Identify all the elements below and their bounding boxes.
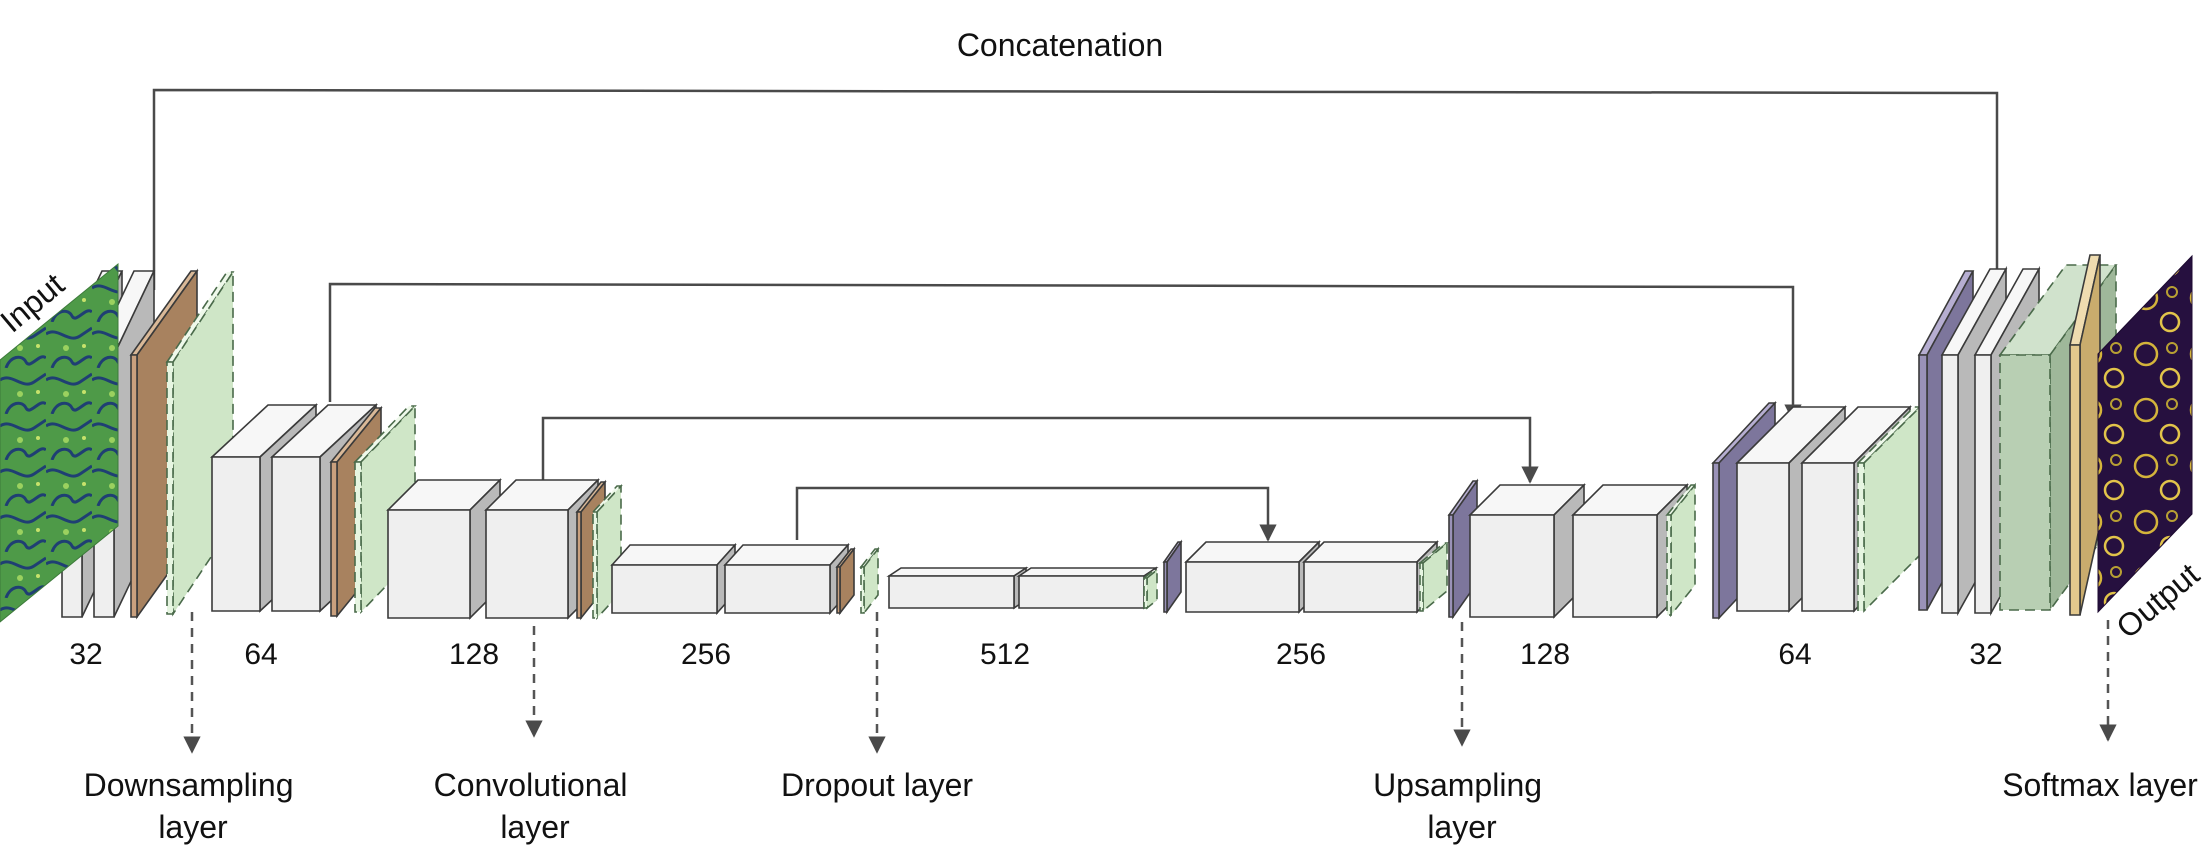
softmax-block-36-front bbox=[2069, 344, 2081, 616]
dropout-block-16-front bbox=[860, 566, 865, 614]
skip-connections bbox=[152, 88, 2006, 542]
skip-connection-64 bbox=[328, 282, 1802, 422]
dropout-block-27-front bbox=[1666, 514, 1672, 616]
legend-upsampling: Upsampling layer bbox=[1373, 767, 1551, 845]
upsampling-block-20-front bbox=[1163, 561, 1168, 613]
conv-block-18-top bbox=[1016, 567, 1159, 577]
conv-block-22-front bbox=[1303, 561, 1418, 613]
conv-block-14-top bbox=[723, 544, 850, 566]
conv-block-9-front bbox=[387, 509, 471, 619]
legend-downsampling: Downsampling layer bbox=[84, 767, 303, 845]
input-image bbox=[0, 262, 119, 623]
dropout-block-19-front bbox=[1143, 577, 1148, 609]
downsampling-block-7-front bbox=[330, 461, 338, 617]
skip-connection-32 bbox=[152, 88, 2006, 290]
conv-block-13-front bbox=[611, 564, 718, 614]
conv-block-21-front bbox=[1185, 561, 1300, 613]
stage-label-dec-256: 256 bbox=[1276, 638, 1326, 671]
dropout-block-31-front bbox=[1857, 462, 1865, 612]
dropout-block-4-front bbox=[166, 361, 174, 615]
dropout-block-16-side bbox=[863, 546, 879, 616]
concatenation-title: Concatenation bbox=[957, 27, 1163, 63]
stage-label-enc-256: 256 bbox=[681, 638, 731, 671]
conv-block-5-front bbox=[211, 456, 261, 612]
dropout-block-23-front bbox=[1419, 562, 1424, 612]
conv-block-30-front bbox=[1801, 462, 1855, 612]
stage-label-enc-128: 128 bbox=[449, 638, 499, 671]
downsampling-block-11-front bbox=[576, 511, 582, 619]
conv-block-17-front bbox=[888, 575, 1015, 609]
stage-label-enc-32: 32 bbox=[69, 638, 102, 671]
upsampling-block-32-front bbox=[1918, 354, 1928, 611]
dropout-dark-block-35-front bbox=[1999, 354, 2051, 611]
legend-convolutional: Convolutional layer bbox=[434, 767, 637, 845]
legend-pointers bbox=[183, 612, 2117, 754]
upsampling-block-28-front bbox=[1712, 462, 1720, 619]
upsampling-block-20-side bbox=[1166, 539, 1182, 615]
dropout-block-23-side bbox=[1422, 541, 1448, 613]
legend-dropout: Dropout layer bbox=[781, 767, 973, 803]
legend-convolutional-line1: Convolutional bbox=[434, 767, 628, 803]
skip-connection-128 bbox=[541, 416, 1539, 488]
conv-block-25-front bbox=[1469, 514, 1555, 618]
conv-block-10-front bbox=[485, 509, 569, 619]
layer-blocks bbox=[60, 254, 2118, 621]
conv-block-18-front bbox=[1018, 575, 1145, 609]
dropout-block-8-front bbox=[354, 461, 362, 613]
stage-label-bottleneck-512: 512 bbox=[980, 638, 1030, 671]
layer-legend: Downsampling layer Convolutional layer D… bbox=[84, 767, 2199, 845]
legend-softmax: Softmax layer bbox=[2002, 767, 2198, 803]
output-image bbox=[2097, 254, 2193, 614]
conv-block-6-front bbox=[271, 456, 321, 612]
legend-downsampling-line1: Downsampling bbox=[84, 767, 294, 803]
downsampling-block-3-front bbox=[130, 354, 138, 618]
stage-label-enc-64: 64 bbox=[244, 638, 277, 671]
conv-block-34-front bbox=[1974, 354, 1992, 614]
legend-upsampling-line1: Upsampling bbox=[1373, 767, 1542, 803]
stage-label-dec-128: 128 bbox=[1520, 638, 1570, 671]
legend-convolutional-line2: layer bbox=[500, 809, 570, 845]
stage-label-dec-32: 32 bbox=[1969, 638, 2002, 671]
downsampling-block-15-front bbox=[836, 566, 841, 614]
conv-block-14-front bbox=[724, 564, 831, 614]
conv-block-13-top bbox=[610, 544, 737, 566]
dropout-block-12-front bbox=[592, 511, 598, 619]
conv-block-33-front bbox=[1941, 354, 1959, 614]
legend-upsampling-line2: layer bbox=[1427, 809, 1497, 845]
skip-connection-256 bbox=[795, 486, 1277, 542]
conv-block-21-top bbox=[1184, 541, 1321, 563]
conv-block-26-front bbox=[1572, 514, 1658, 618]
legend-downsampling-line2: layer bbox=[158, 809, 228, 845]
conv-block-22-top bbox=[1302, 541, 1439, 563]
conv-block-17-top bbox=[886, 567, 1029, 577]
stage-label-dec-64: 64 bbox=[1778, 638, 1811, 671]
upsampling-block-24-front bbox=[1448, 514, 1454, 618]
stage-labels: 32 64 128 256 512 256 128 64 32 bbox=[69, 638, 2002, 671]
conv-block-29-front bbox=[1736, 462, 1790, 612]
